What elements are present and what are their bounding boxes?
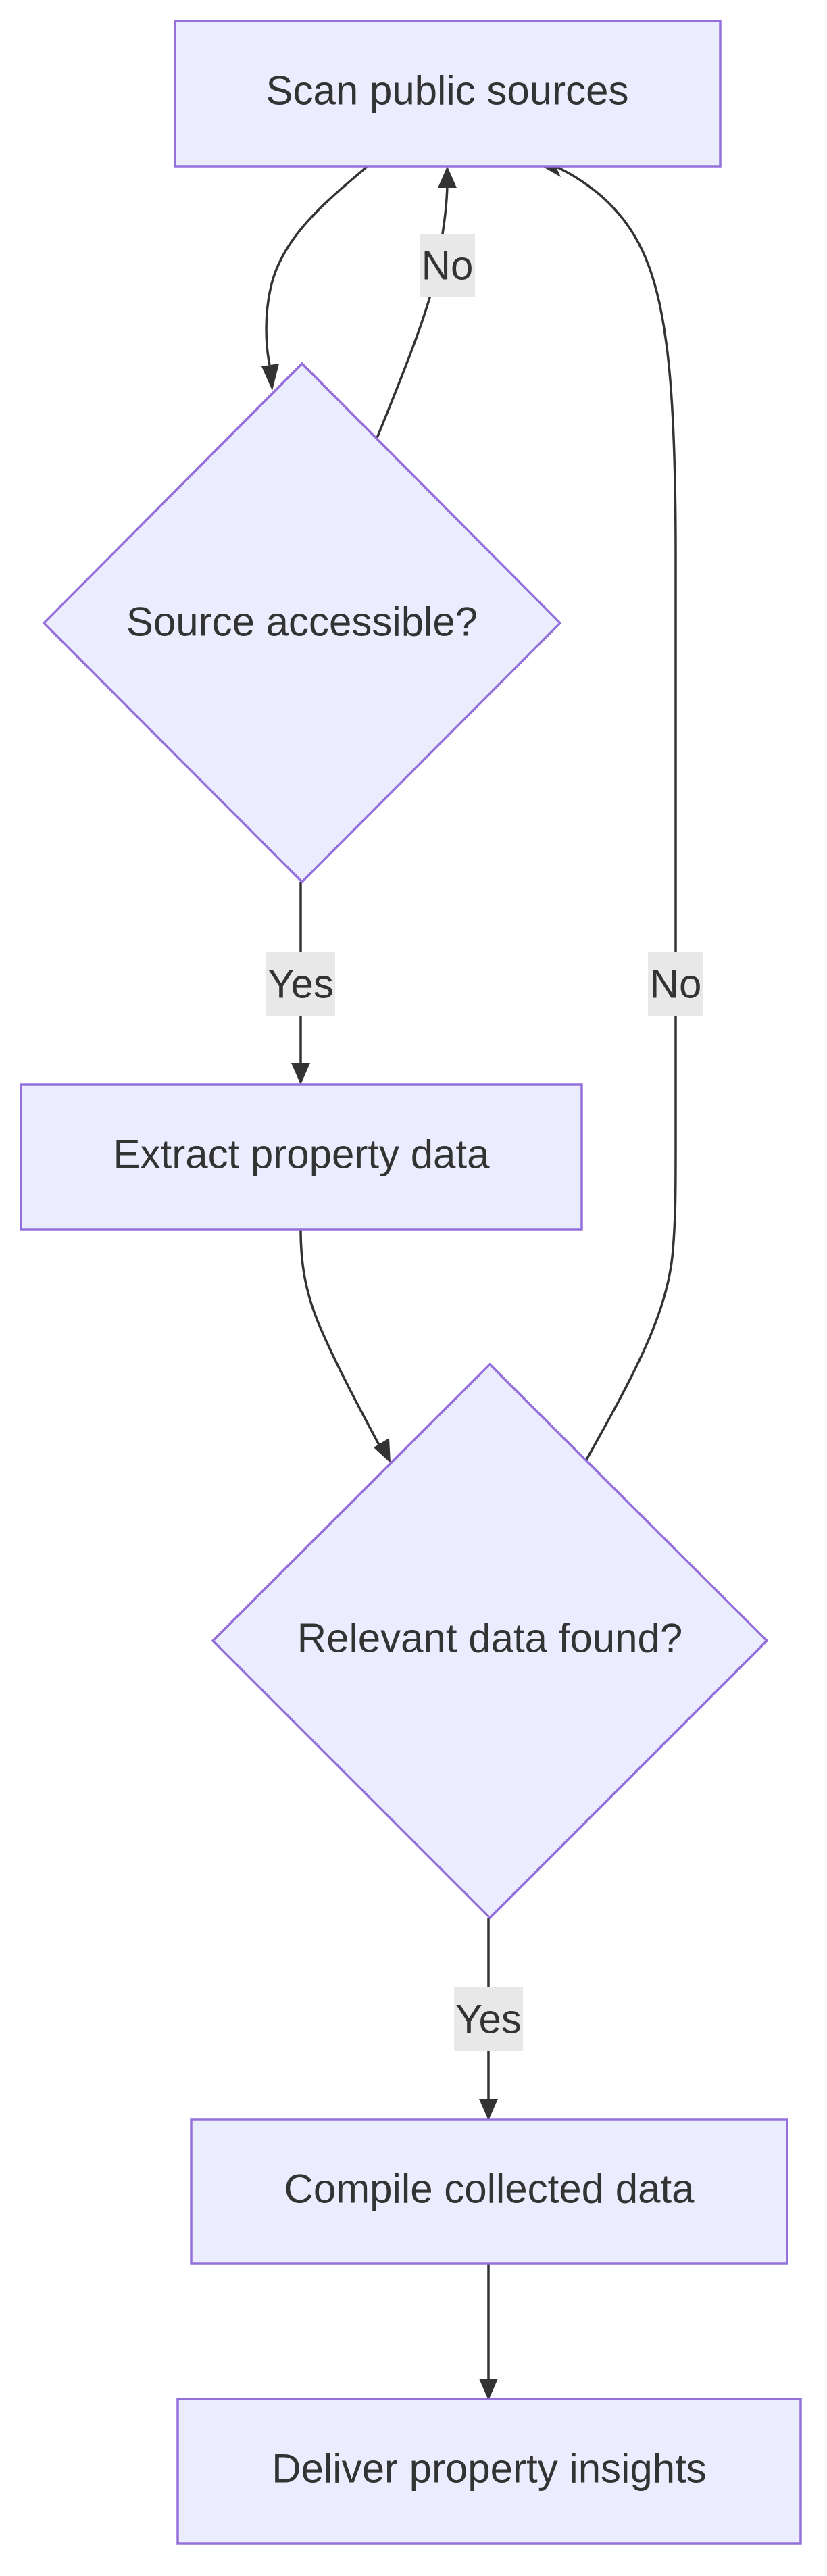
edge-label-accessible-extract: Yes bbox=[266, 952, 335, 1016]
node-scan-public-sources[interactable]: Scan public sources bbox=[174, 20, 722, 168]
arrowhead bbox=[479, 2379, 498, 2400]
edge-label-relevant-scan: No bbox=[648, 952, 703, 1016]
edge-relevant-to-scan bbox=[555, 165, 677, 1460]
edge-labels: No Yes No Yes bbox=[266, 234, 703, 2051]
edge-label-relevant-compile: Yes bbox=[454, 1987, 523, 2051]
node-label: Deliver property insights bbox=[272, 2446, 707, 2492]
arrowhead bbox=[291, 1063, 310, 1085]
edge-scan-to-accessible bbox=[265, 165, 369, 366]
node-compile-collected-data[interactable]: Compile collected data bbox=[190, 2118, 788, 2265]
edges bbox=[261, 159, 677, 2400]
node-label: Scan public sources bbox=[266, 68, 629, 114]
edge-label-text: No bbox=[650, 962, 702, 1007]
node-label: Compile collected data bbox=[284, 2166, 695, 2212]
node-relevant-data-found[interactable]: Relevant data found? bbox=[211, 1362, 769, 1920]
arrowhead bbox=[374, 1438, 391, 1463]
edge-label-text: Yes bbox=[268, 962, 334, 1007]
arrowhead bbox=[479, 2099, 498, 2121]
edge-label-text: No bbox=[422, 243, 474, 289]
edge-extract-to-relevant bbox=[299, 1229, 381, 1447]
arrowhead bbox=[438, 166, 457, 188]
node-label: Relevant data found? bbox=[297, 1616, 682, 1661]
node-label: Extract property data bbox=[114, 1132, 491, 1177]
edge-label-text: Yes bbox=[455, 1997, 522, 2042]
node-source-accessible[interactable]: Source accessible? bbox=[42, 362, 562, 884]
node-label: Source accessible? bbox=[126, 599, 478, 645]
node-extract-property-data[interactable]: Extract property data bbox=[20, 1083, 583, 1231]
nodes: Scan public sources Source accessible? E… bbox=[20, 20, 802, 2545]
node-deliver-property-insights[interactable]: Deliver property insights bbox=[176, 2398, 802, 2545]
edge-label-accessible-scan: No bbox=[420, 234, 475, 297]
edge-accessible-to-scan bbox=[376, 180, 449, 439]
arrowhead bbox=[261, 364, 279, 391]
